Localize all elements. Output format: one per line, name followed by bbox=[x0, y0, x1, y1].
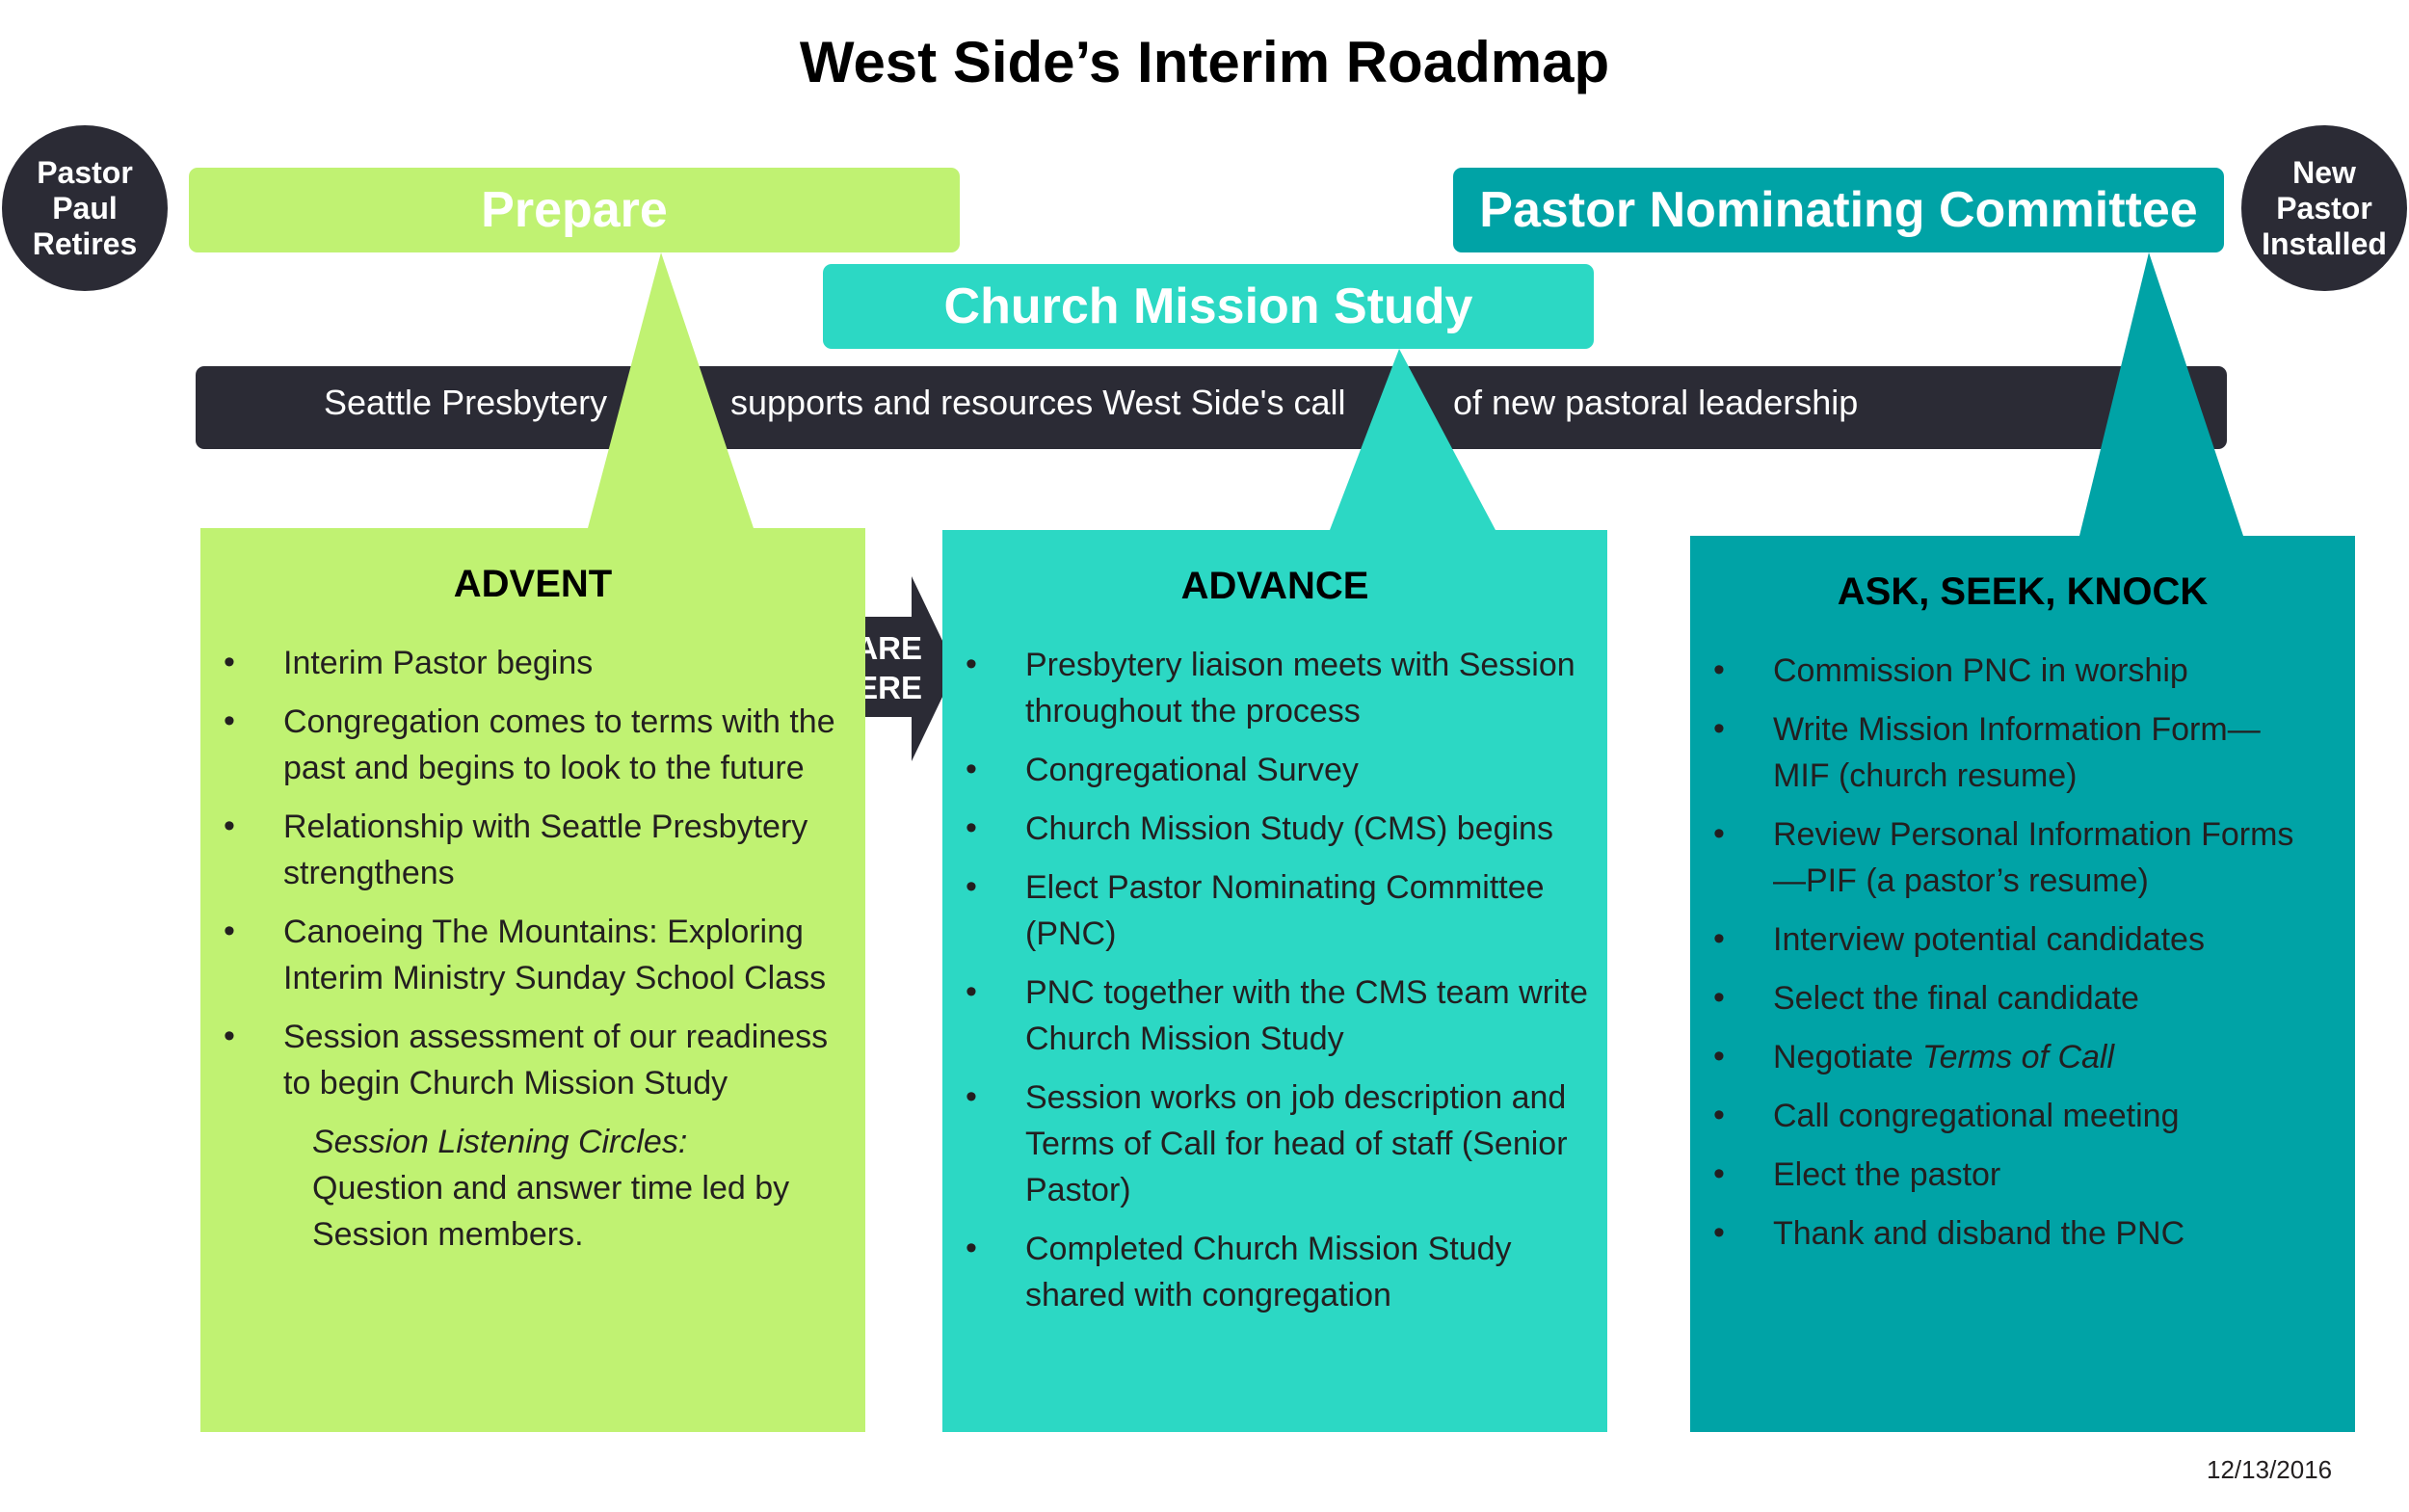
list-item: •Thank and disband the PNC bbox=[1713, 1214, 2185, 1252]
advent-heading: ADVENT bbox=[453, 563, 613, 605]
advance-panel: ADVANCE •Presbytery liaison meets with S… bbox=[942, 530, 1607, 1432]
list-item: •Elect the pastor bbox=[1713, 1155, 2001, 1193]
list-item: •Call congregational meeting bbox=[1713, 1097, 2180, 1134]
list-item: •Relationship with Seattle Presbytery st… bbox=[224, 808, 808, 891]
cms-connector bbox=[1330, 349, 1496, 530]
ask-seek-knock-heading: ASK, SEEK, KNOCK bbox=[1837, 570, 2209, 613]
list-item: •Write Mission Information Form—MIF (chu… bbox=[1713, 710, 2261, 794]
end-circle-line: Pastor bbox=[2276, 190, 2372, 225]
prepare-connector bbox=[588, 252, 754, 528]
list-item: •Negotiate Terms of Call bbox=[1713, 1038, 2115, 1075]
ask-seek-knock-list: •Commission PNC in worship •Write Missio… bbox=[1690, 648, 2307, 1269]
advent-panel: ADVENT •Interim Pastor begins •Congregat… bbox=[200, 528, 865, 1432]
list-item: •Completed Church Mission Study shared w… bbox=[966, 1230, 1512, 1313]
list-item: •Elect Pastor Nominating Committee (PNC) bbox=[966, 868, 1545, 952]
list-item: •Interim Pastor begins bbox=[224, 644, 594, 681]
start-circle-line: Paul bbox=[52, 190, 118, 225]
list-item: •Select the final candidate bbox=[1713, 979, 2139, 1017]
list-item: •Interview potential candidates bbox=[1713, 920, 2205, 958]
listening-circles-note: Session Listening Circles: Question and … bbox=[312, 1124, 790, 1253]
start-circle-line: Pastor bbox=[37, 154, 133, 190]
date-stamp: 12/13/2016 bbox=[2207, 1455, 2333, 1484]
pastor-nominating-committee-banner: Pastor Nominating Committee bbox=[1453, 168, 2224, 252]
bar-text-leadership: of new pastoral leadership bbox=[1453, 383, 1859, 422]
page-title: West Side’s Interim Roadmap bbox=[799, 30, 1610, 94]
end-circle-line: New bbox=[2292, 154, 2356, 190]
list-item: •Congregational Survey bbox=[966, 751, 1359, 788]
end-circle-line: Installed bbox=[2262, 225, 2387, 261]
prepare-banner: Prepare bbox=[189, 168, 960, 252]
bar-text-supports: supports and resources West Side's call bbox=[730, 383, 1346, 422]
list-item: •Canoeing The Mountains: Exploring Inter… bbox=[224, 913, 827, 996]
list-item: •PNC together with the CMS team write Ch… bbox=[966, 973, 1588, 1057]
church-mission-study-banner: Church Mission Study bbox=[823, 264, 1594, 349]
start-circle-line: Retires bbox=[32, 225, 138, 261]
end-milestone-circle: New Pastor Installed bbox=[2241, 125, 2407, 291]
presbytery-support-bar bbox=[196, 366, 2227, 449]
list-item: •Commission PNC in worship bbox=[1713, 651, 2188, 689]
start-milestone-circle: Pastor Paul Retires bbox=[2, 125, 168, 291]
advance-heading: ADVANCE bbox=[1180, 565, 1369, 607]
list-item: •Review Personal Information Forms—PIF (… bbox=[1713, 815, 2294, 899]
list-item: •Presbytery liaison meets with Session t… bbox=[966, 646, 1575, 729]
advent-list: •Interim Pastor begins •Congregation com… bbox=[200, 640, 836, 1258]
list-item: •Congregation comes to terms with the pa… bbox=[224, 703, 835, 786]
pnc-connector bbox=[2079, 252, 2243, 536]
list-item: •Church Mission Study (CMS) begins bbox=[966, 809, 1553, 847]
bar-text-presbytery: Seattle Presbytery bbox=[324, 383, 608, 422]
advance-list: •Presbytery liaison meets with Session t… bbox=[942, 642, 1588, 1331]
list-item: •Session works on job description and Te… bbox=[966, 1078, 1568, 1208]
list-item: •Session assessment of our readiness to … bbox=[224, 1018, 829, 1101]
ask-seek-knock-panel: ASK, SEEK, KNOCK •Commission PNC in wors… bbox=[1690, 536, 2355, 1432]
